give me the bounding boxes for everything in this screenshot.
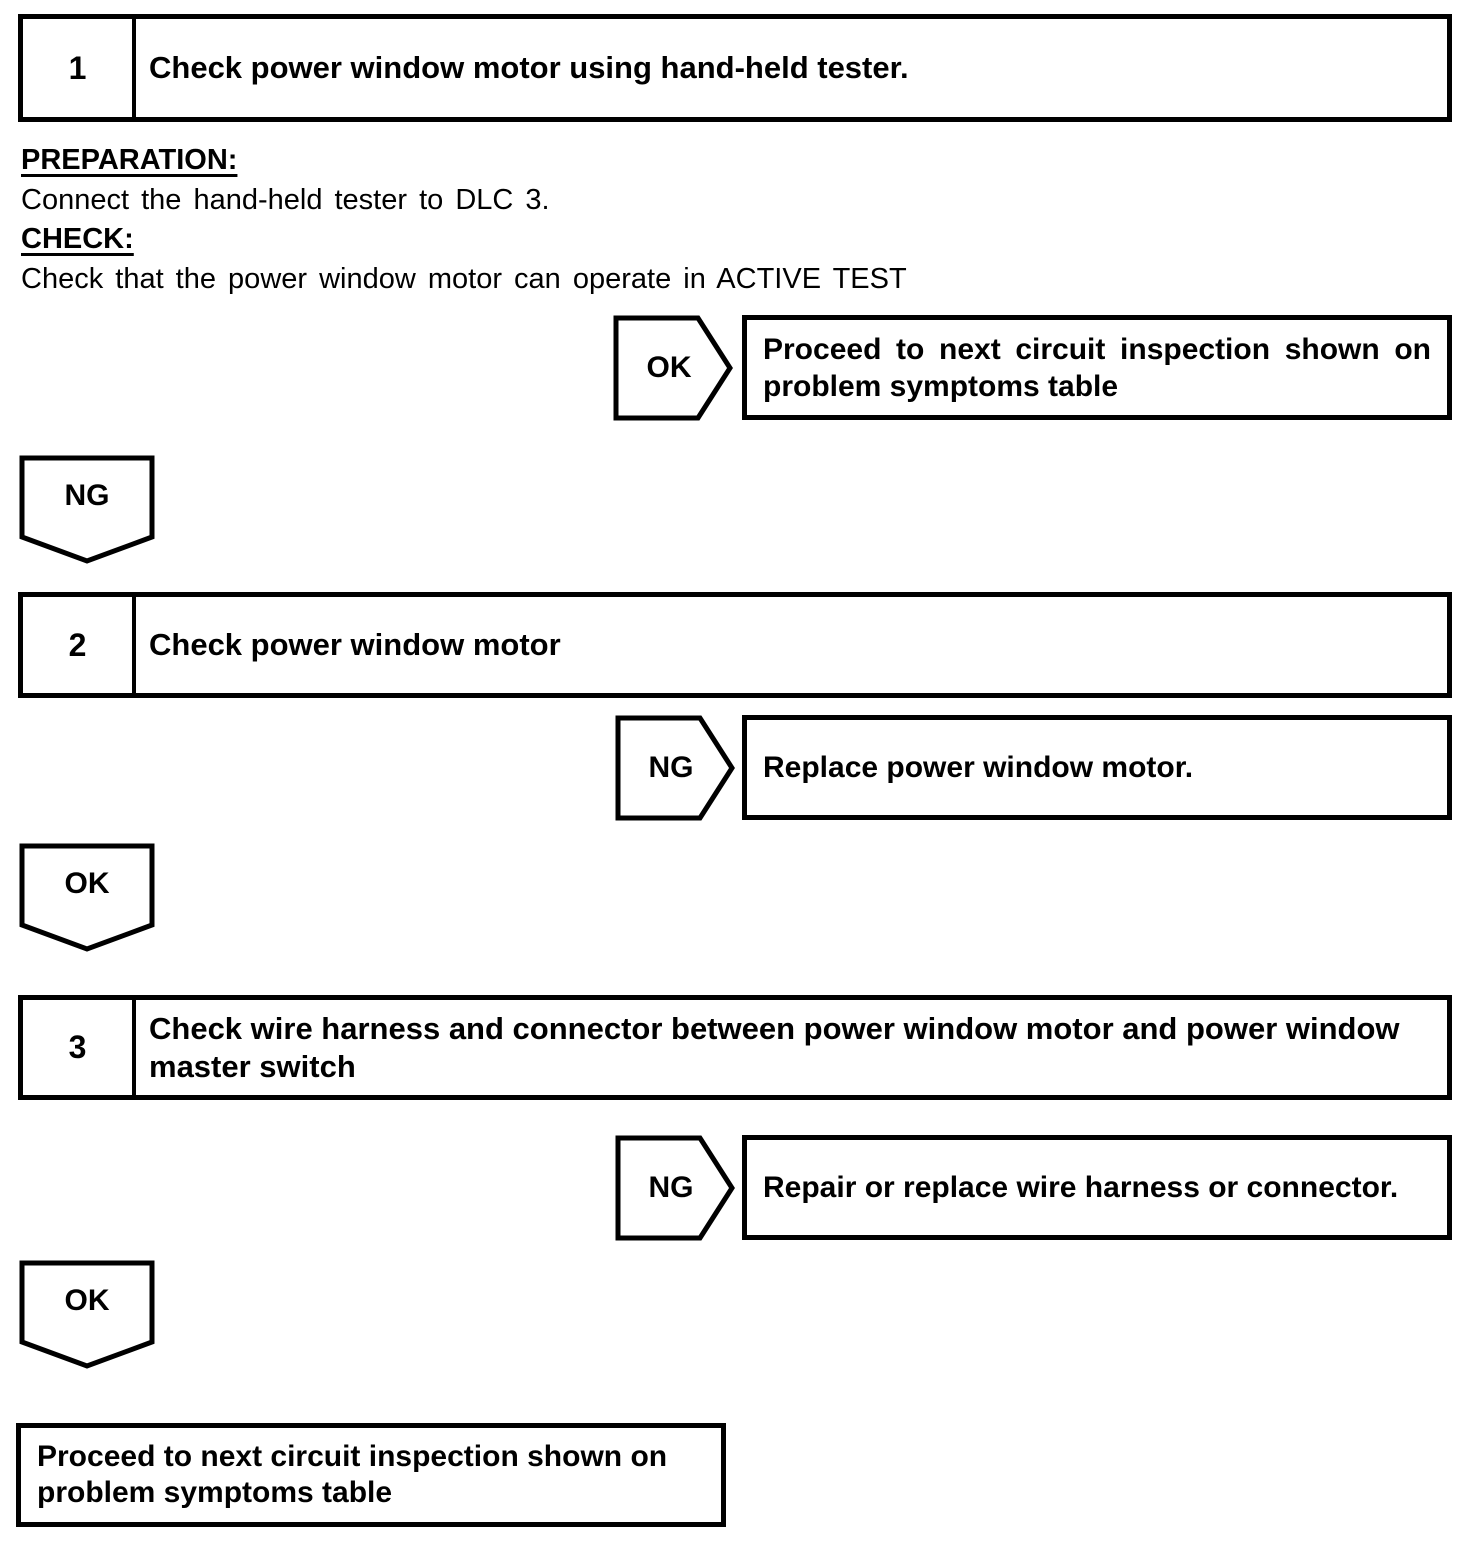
step-1-box: 1 Check power window motor using hand-he… [18, 14, 1452, 122]
step-2-box: 2 Check power window motor [18, 592, 1452, 698]
ok-connector-label-1: OK [64, 867, 110, 900]
preparation-text: Connect the hand-held tester to DLC 3. [21, 183, 550, 216]
ng-branch-arrow-1: NG [615, 715, 735, 821]
result-text: Proceed to next circuit inspection shown… [763, 332, 1431, 403]
step-2-title: Check power window motor [149, 627, 561, 662]
ng-branch-label-1: NG [648, 751, 694, 784]
check-label-line: CHECK: [21, 220, 907, 260]
step-2-number: 2 [23, 597, 136, 693]
step-1-details: PREPARATION: Connect the hand-held teste… [21, 141, 907, 299]
step-1-number: 1 [23, 19, 136, 117]
final-result-text: Proceed to next circuit inspection shown… [37, 1440, 668, 1509]
ng-flow-connector: NG [19, 455, 155, 565]
result-box-replace-motor: Replace power window motor. [742, 715, 1452, 820]
result-text: Repair or replace wire harness or connec… [763, 1171, 1399, 1204]
result-box-proceed-1: Proceed to next circuit inspection shown… [742, 315, 1452, 420]
step-3-title-cell: Check wire harness and connector between… [136, 1000, 1447, 1095]
ng-branch-arrow-2: NG [615, 1135, 735, 1241]
preparation-label-line: PREPARATION: [21, 141, 907, 181]
check-label: CHECK: [21, 223, 134, 255]
ok-flow-connector-1: OK [19, 843, 155, 953]
step-3-title: Check wire harness and connector between… [149, 1010, 1400, 1084]
step-3-box: 3 Check wire harness and connector betwe… [18, 995, 1452, 1100]
right-arrow-pentagon-icon [615, 1135, 735, 1241]
right-arrow-pentagon-icon [613, 315, 733, 421]
down-pentagon-icon [19, 1260, 155, 1369]
step-1-title: Check power window motor using hand-held… [149, 50, 909, 85]
final-result-box: Proceed to next circuit inspection shown… [16, 1423, 726, 1527]
ng-connector-label: NG [64, 479, 110, 512]
ok-branch-arrow: OK [613, 315, 733, 421]
step-1-title-cell: Check power window motor using hand-held… [136, 19, 1447, 117]
down-pentagon-icon [19, 843, 155, 952]
right-arrow-pentagon-icon [615, 715, 735, 821]
preparation-label: PREPARATION: [21, 144, 238, 176]
result-box-repair-harness: Repair or replace wire harness or connec… [742, 1135, 1452, 1240]
result-text: Replace power window motor. [763, 751, 1194, 784]
step-2-title-cell: Check power window motor [136, 597, 1447, 693]
ok-connector-label-2: OK [64, 1284, 110, 1317]
step-3-number: 3 [23, 1000, 136, 1095]
down-pentagon-icon [19, 455, 155, 564]
ng-branch-label-2: NG [648, 1171, 694, 1204]
ok-flow-connector-2: OK [19, 1260, 155, 1370]
ok-branch-label: OK [646, 351, 692, 384]
check-text: Check that the power window motor can op… [21, 262, 907, 295]
